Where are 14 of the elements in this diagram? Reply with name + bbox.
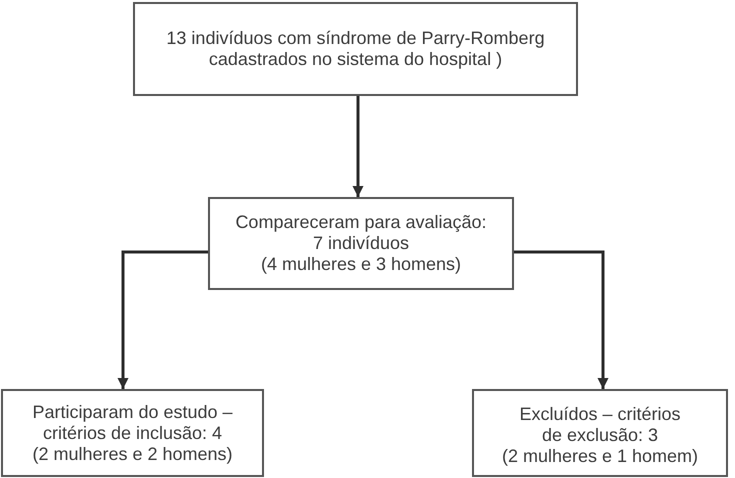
box-text: Participaram do estudo – critérios de inclusão: 4	[31, 402, 234, 444]
process-box	[133, 2, 578, 96]
process-box	[1, 389, 264, 477]
box-text: (4 mulheres e 3 homens)	[260, 254, 462, 275]
box-text: (2 mulheres e 2 homens)	[32, 444, 233, 464]
box-text: Excluídos – critérios de exclusão: 3	[518, 404, 682, 446]
arrow	[514, 250, 608, 389]
arrow	[118, 250, 208, 389]
box-text: (2 mulheres e 1 homem)	[502, 446, 698, 466]
process-box	[472, 389, 728, 477]
process-box	[208, 197, 514, 290]
box-text: Compareceram para avaliação: 7 indivíduos	[234, 212, 488, 254]
box-text: 13 indivíduos com síndrome de Parry-Romberg cadastrados no sistema do hospital )	[165, 28, 546, 70]
arrow	[352, 96, 364, 197]
